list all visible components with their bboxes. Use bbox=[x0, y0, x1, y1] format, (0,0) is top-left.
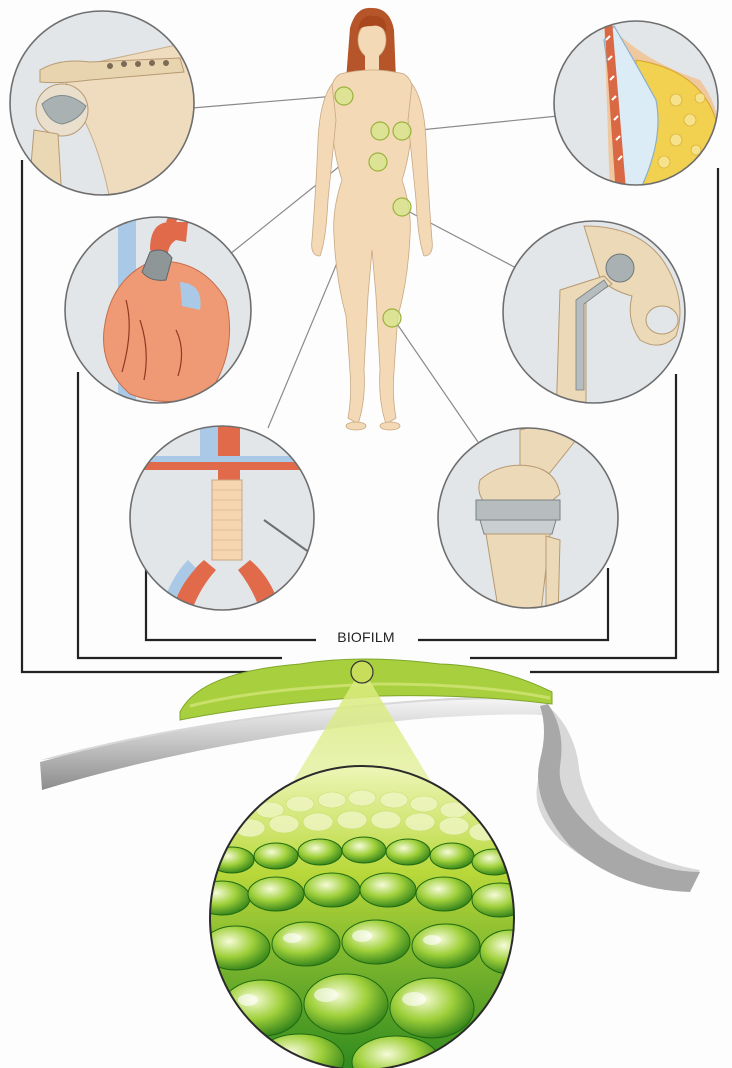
biofilm-microscopic-view bbox=[194, 766, 540, 1068]
human-body-figure bbox=[312, 8, 433, 430]
zoom-marker bbox=[351, 661, 373, 683]
knee-implant-panel bbox=[438, 420, 618, 620]
breast-implant-panel bbox=[554, 20, 718, 196]
marker-breast-left bbox=[371, 122, 389, 140]
shoulder-implant-panel bbox=[10, 11, 200, 200]
marker-breast-right bbox=[393, 122, 411, 140]
vascular-graft-panel bbox=[130, 420, 320, 616]
biofilm-label: BIOFILM bbox=[316, 626, 416, 648]
marker-heart bbox=[369, 153, 387, 171]
hip-implant-panel bbox=[503, 221, 685, 420]
heart-valve-panel bbox=[65, 210, 251, 420]
marker-shoulder bbox=[335, 87, 353, 105]
marker-hip bbox=[393, 198, 411, 216]
marker-knee bbox=[383, 309, 401, 327]
